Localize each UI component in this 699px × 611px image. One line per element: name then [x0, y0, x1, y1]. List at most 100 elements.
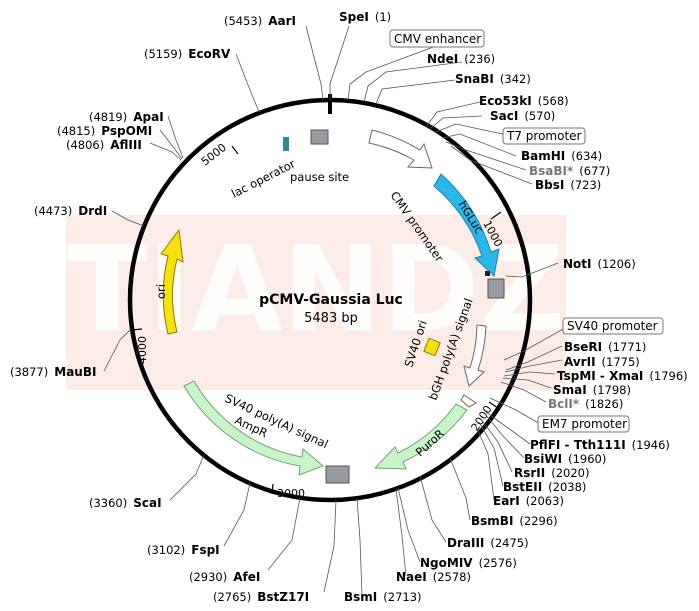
leader-pflfi	[485, 411, 531, 445]
leader-ngomiv	[397, 487, 421, 563]
leader-bsmbi	[449, 457, 471, 521]
leader-bstz17i	[323, 499, 337, 593]
leader-drdi	[111, 210, 145, 227]
site-bsiwi[interactable]: BsiWI(1960)	[524, 452, 606, 466]
tick-label-3000: 3000	[277, 487, 305, 500]
site-pflfi-tth111i[interactable]: PflFI - Tth111I(1946)	[530, 438, 670, 452]
site-bsabi[interactable]: BsaBI*(677)	[529, 164, 610, 178]
leader-bbsi	[450, 145, 533, 185]
leader-eco53ki	[425, 101, 481, 128]
tick-mark-4000	[131, 328, 143, 331]
site-spei[interactable]: SpeI(1)	[339, 10, 391, 24]
t7-promoter-box	[502, 127, 586, 145]
leader-bseri	[505, 345, 563, 371]
site-bcli[interactable]: BclI*(1826)	[548, 397, 623, 411]
ori-label: ori	[154, 284, 168, 299]
site-apai[interactable]: (4819)ApaI	[89, 110, 164, 124]
hgluc-arrow	[433, 173, 500, 277]
em7-promoter-box	[537, 415, 630, 433]
leader-draiii	[419, 475, 447, 543]
plasmid-size: 5483 bp	[304, 311, 358, 326]
site-aari[interactable]: (5453)AarI	[224, 14, 296, 28]
site-noti[interactable]: NotI(1206)	[563, 257, 636, 271]
leader-avrii	[504, 359, 563, 373]
leader-sv40-promoter	[503, 327, 566, 361]
ampr-arrow	[183, 380, 324, 476]
site-eco53ki[interactable]: Eco53kI(568)	[479, 94, 569, 108]
t7-promoter-label[interactable]: T7 promoter	[506, 129, 582, 143]
lac-operator-label: lac operator	[229, 156, 298, 200]
leader-apai	[167, 115, 184, 159]
tick-mark-3000	[271, 483, 274, 495]
sv40-polya-box	[325, 465, 350, 484]
site-eari[interactable]: EarI(2063)	[493, 494, 564, 508]
site-avrii[interactable]: AvrII(1775)	[564, 355, 640, 369]
site-bsteii[interactable]: BstEII(2038)	[503, 480, 586, 494]
site-rsrii[interactable]: RsrII(2020)	[514, 466, 589, 480]
leader-bcli	[500, 381, 547, 403]
site-ecorv[interactable]: (5159)EcoRV	[144, 47, 231, 61]
leader-bamhi	[441, 133, 517, 157]
site-smai[interactable]: SmaI(1798)	[553, 383, 631, 397]
tick-label-4000: 4000	[136, 336, 149, 364]
site-ngomiv[interactable]: NgoMIV(2576)	[420, 556, 517, 570]
bgh-polya-box	[487, 278, 505, 299]
cmv-enhancer-box	[389, 29, 485, 48]
site-ndei[interactable]: NdeI(236)	[427, 52, 495, 66]
em7-promoter-label[interactable]: EM7 promoter	[542, 417, 627, 431]
leader-fspi	[223, 482, 251, 547]
site-bbsi[interactable]: BbsI(723)	[535, 178, 601, 192]
site-fspi[interactable]: (3102)FspI	[147, 543, 220, 557]
site-draiii[interactable]: DraIII(2475)	[447, 536, 529, 550]
sv40-promoter-box	[562, 317, 664, 335]
ori-arrow	[160, 228, 184, 335]
pause-site-box	[310, 129, 329, 145]
restriction-sites: SpeI(1) NdeI(236) SnaBI(342) Eco53kI(568…	[10, 10, 688, 604]
leader-noti	[505, 262, 559, 278]
leader-saci	[429, 115, 483, 130]
site-saci[interactable]: SacI(570)	[490, 109, 555, 123]
plasmid-name: pCMV-Gaussia Luc	[259, 292, 403, 308]
site-afliii[interactable]: (4806)AflIII	[66, 138, 142, 152]
leader-tspmi	[503, 371, 556, 377]
site-bsmi[interactable]: BsmI(2713)	[344, 590, 422, 604]
boxed-feature-labels: CMV enhancer T7 promoter SV40 promoter E…	[389, 29, 664, 433]
leader-t7-promoter	[435, 123, 508, 136]
leader-bsmi	[356, 497, 363, 597]
site-afei[interactable]: (2930)AfeI	[189, 570, 260, 584]
site-bsmbi[interactable]: BsmBI(2296)	[471, 514, 558, 528]
leader-eari	[475, 425, 495, 501]
sv40-promoter-label[interactable]: SV40 promoter	[567, 319, 658, 333]
tick-mark-5000	[231, 145, 239, 155]
site-drdi[interactable]: (4473)DrdI	[34, 204, 107, 218]
site-pspomi[interactable]: (4815)PspOMI	[57, 124, 152, 138]
leader-snabi	[375, 79, 456, 105]
puror-arrow	[373, 403, 468, 470]
site-naei[interactable]: NaeI(2578)	[396, 570, 471, 584]
leader-naei	[395, 488, 407, 577]
leader-ecorv	[235, 53, 260, 113]
leader-bsteii	[478, 421, 504, 487]
sv40-promoter-arrow	[463, 324, 487, 387]
leader-scai	[169, 454, 205, 501]
site-bseri[interactable]: BseRI(1771)	[564, 340, 646, 354]
leader-spei	[329, 25, 350, 100]
leader-cmv-enhancer	[347, 45, 437, 101]
leader-afliii	[149, 142, 182, 161]
site-snabi[interactable]: SnaBI(342)	[455, 72, 531, 86]
leader-bsiwi	[484, 413, 525, 459]
leader-afei	[267, 497, 301, 571]
cmv-promoter-arrow	[368, 129, 433, 169]
leader-pspomi	[159, 129, 183, 160]
site-scai[interactable]: (3360)ScaI	[89, 496, 162, 510]
leader-em7-promoter	[489, 397, 541, 425]
site-bstz17i[interactable]: (2765)BstZ17I	[213, 590, 309, 604]
cmv-enhancer-label[interactable]: CMV enhancer	[394, 32, 481, 46]
tick-mark-2000	[488, 401, 499, 409]
site-maubi[interactable]: (3877)MauBI	[10, 365, 96, 379]
leader-aari	[305, 25, 324, 101]
sv40-ori-box	[423, 337, 441, 357]
site-bamhi[interactable]: BamHI(634)	[521, 149, 602, 163]
leader-ndei	[363, 61, 463, 103]
site-tspmi-xmai[interactable]: TspMI - XmaI(1796)	[557, 369, 688, 383]
